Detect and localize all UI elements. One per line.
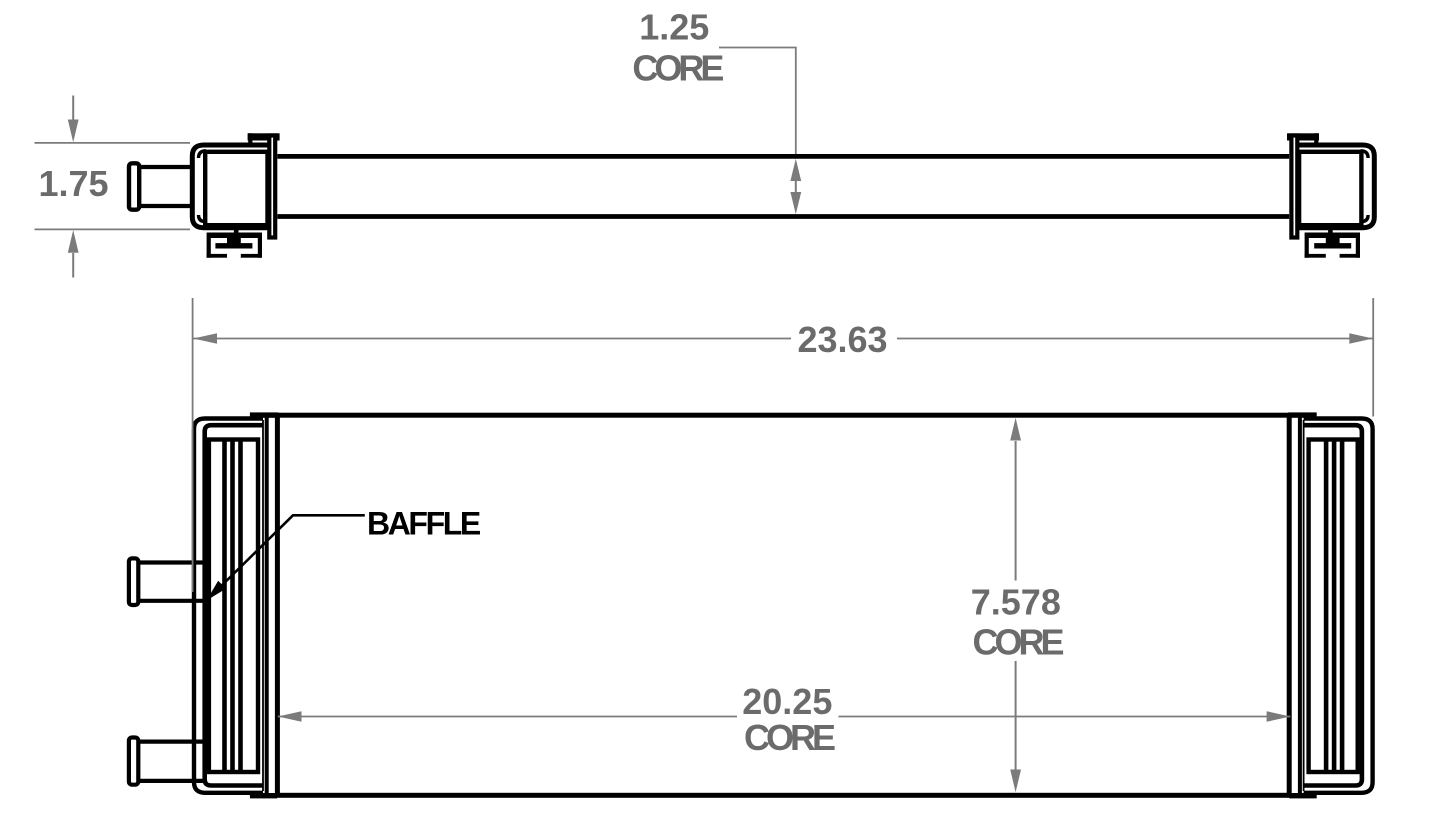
svg-text:1.25: 1.25 xyxy=(639,7,709,48)
svg-text:CORE: CORE xyxy=(744,717,835,758)
svg-text:20.25: 20.25 xyxy=(742,681,832,722)
svg-text:BAFFLE: BAFFLE xyxy=(367,506,481,542)
svg-text:1.75: 1.75 xyxy=(38,163,108,204)
svg-text:CORE: CORE xyxy=(632,48,723,89)
svg-text:CORE: CORE xyxy=(972,622,1063,663)
svg-text:7.578: 7.578 xyxy=(971,582,1061,623)
svg-text:23.63: 23.63 xyxy=(797,319,887,360)
